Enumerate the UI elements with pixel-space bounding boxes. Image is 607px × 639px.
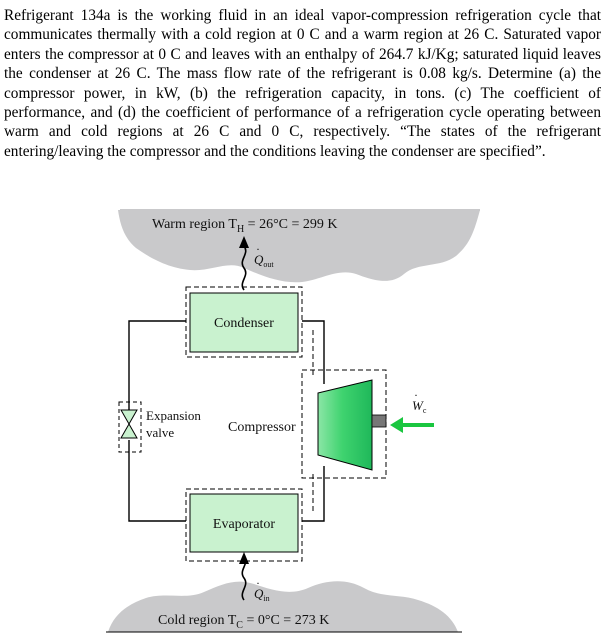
expansion-valve-label-line2: valve — [146, 425, 174, 440]
evaporator-box — [189, 493, 299, 553]
expansion-valve — [118, 401, 142, 453]
work-arrowhead — [390, 417, 403, 433]
condenser-label: Condenser — [214, 316, 274, 331]
warm-region — [118, 210, 480, 283]
pipe-compressor-to-condenser — [302, 320, 325, 384]
work-dot: · — [414, 388, 418, 402]
evaporator-label: Evaporator — [213, 517, 276, 532]
pipe-evaporator-to-compressor — [302, 466, 325, 522]
cold-region-label: Cold region TC = 0°C = 273 K — [158, 613, 329, 631]
evaporator-outer-dashed — [185, 488, 303, 562]
q-out-dot: · — [256, 242, 260, 256]
work-label: Wc — [412, 398, 427, 415]
problem-statement: Refrigerant 134a is the working fluid in… — [4, 7, 601, 160]
warm-region-label: Warm region TH = 26°C = 299 K — [152, 217, 338, 235]
cold-region — [108, 581, 458, 632]
q-in-dot: · — [256, 576, 260, 590]
q-out-arrow — [241, 245, 247, 291]
pipe-valve-to-evaporator — [128, 440, 186, 522]
condenser-box — [189, 292, 299, 353]
pipe-condenser-to-valve — [128, 320, 186, 412]
compressor — [301, 369, 387, 479]
q-out-arrowhead — [239, 236, 249, 248]
compressor-label: Compressor — [228, 420, 296, 435]
q-in-label: Qin — [254, 586, 270, 603]
q-out-label: Qout — [254, 252, 274, 269]
expansion-valve-label-line1: Expansion — [146, 408, 201, 423]
condenser-outer-dashed — [185, 286, 303, 358]
q-in-arrowhead — [239, 552, 249, 564]
